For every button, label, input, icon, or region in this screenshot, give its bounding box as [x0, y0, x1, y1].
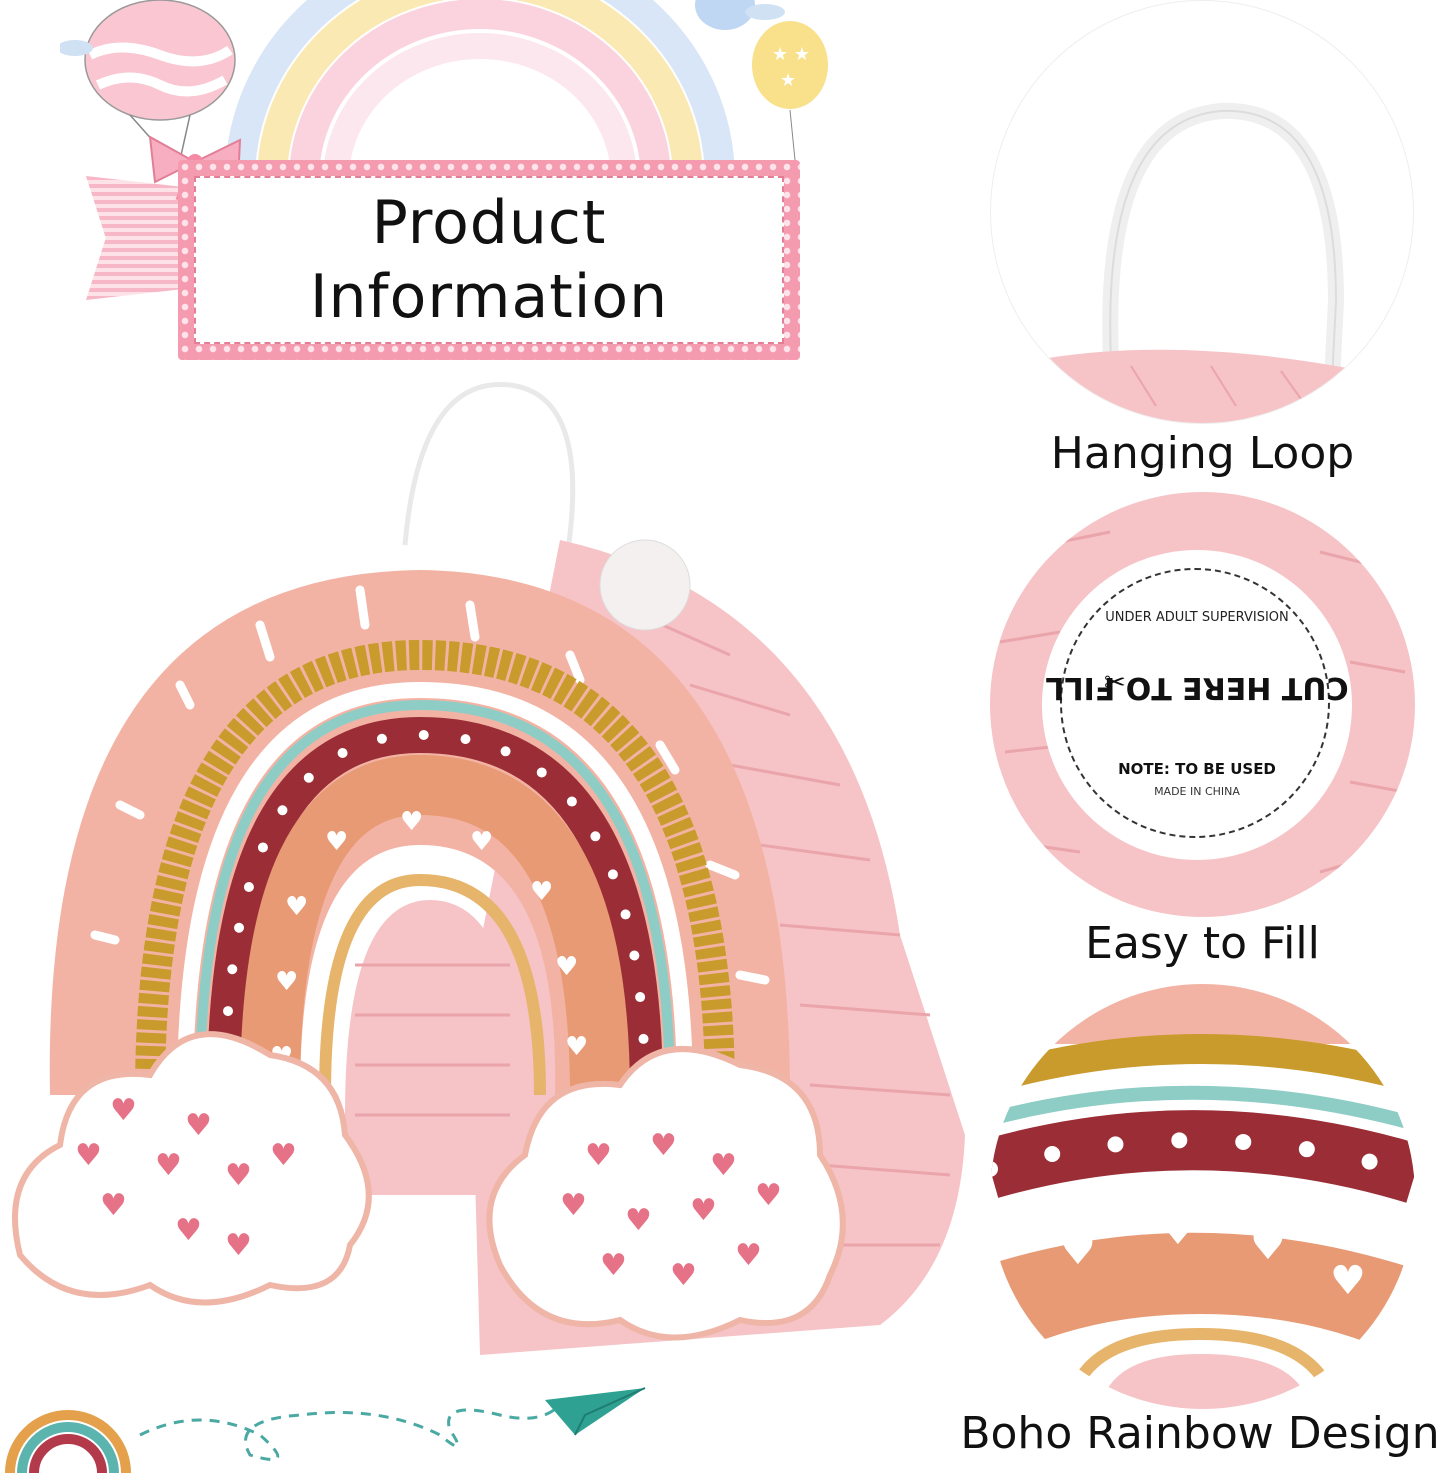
- cut-here-sticker: UNDER ADULT SUPERVISION CUT HERE TO FILL…: [1042, 550, 1352, 860]
- hanging-loop-caption: Hanging Loop: [1050, 428, 1355, 479]
- pastel-rainbow-illustration: [225, 0, 735, 180]
- svg-text:♥: ♥: [560, 1188, 587, 1223]
- svg-text:♥: ♥: [690, 1193, 717, 1228]
- orange-heart-arc: [240, 754, 630, 1096]
- svg-text:♥: ♥: [270, 1138, 297, 1173]
- svg-text:♥: ♥: [110, 1093, 137, 1128]
- easy-to-fill-detail: UNDER ADULT SUPERVISION CUT HERE TO FILL…: [990, 492, 1415, 917]
- svg-text:♥: ♥: [585, 1138, 612, 1173]
- svg-text:♥: ♥: [400, 807, 423, 837]
- sticker-center-text: CUT HERE TO FILL: [1045, 670, 1349, 705]
- svg-text:♥: ♥: [710, 1148, 737, 1183]
- svg-text:♥: ♥: [1060, 1228, 1096, 1274]
- svg-text:♥: ♥: [1160, 1208, 1196, 1254]
- svg-text:♥: ♥: [565, 1032, 588, 1062]
- svg-text:♥: ♥: [275, 967, 298, 997]
- boho-rainbow-caption: Boho Rainbow Design: [960, 1408, 1440, 1459]
- bottom-decoration: [5, 1387, 646, 1473]
- scissors-icon: ✂: [1104, 668, 1126, 698]
- sticker-ring-top: UNDER ADULT SUPERVISION: [1105, 610, 1289, 625]
- svg-text:♥: ♥: [225, 1158, 252, 1193]
- inner-opening-fringe: [345, 900, 520, 1195]
- rainbow-closeup-icon: ♥ ♥ ♥ ♥: [990, 984, 1415, 1409]
- sticker-ring-bottom: NOTE: TO BE USED: [1118, 760, 1276, 778]
- svg-text:♥: ♥: [1330, 1258, 1366, 1304]
- svg-text:♥: ♥: [75, 1138, 102, 1173]
- hanging-loop-closeup-icon: [991, 102, 1413, 423]
- svg-text:♥: ♥: [1250, 1223, 1286, 1269]
- svg-text:♥: ♥: [225, 1228, 252, 1263]
- svg-text:♥: ♥: [650, 1128, 677, 1163]
- inner-gold-arc: [319, 873, 546, 1096]
- svg-text:♥: ♥: [185, 1108, 212, 1143]
- svg-text:♥: ♥: [755, 1178, 782, 1213]
- svg-text:★ ★: ★ ★: [772, 44, 810, 65]
- svg-text:♥: ♥: [325, 827, 348, 857]
- glitter-gold-arc: [135, 639, 735, 1096]
- svg-text:♥: ♥: [735, 1238, 762, 1273]
- svg-text:♥: ♥: [530, 877, 553, 907]
- product-info-header: ★ ★ ★ Product Information: [0, 0, 900, 380]
- mini-rainbow-icon: [5, 1410, 131, 1473]
- left-heart-cloud: ♥♥♥ ♥♥♥ ♥♥♥: [12, 1031, 372, 1306]
- title-banner: Product Information: [178, 160, 800, 360]
- svg-text:♥: ♥: [175, 1213, 202, 1248]
- svg-text:♥: ♥: [600, 1248, 627, 1283]
- banner-title-line1: Product: [371, 188, 607, 258]
- easy-to-fill-caption: Easy to Fill: [1085, 918, 1320, 969]
- svg-text:♥: ♥: [285, 892, 308, 922]
- svg-text:♥: ♥: [470, 827, 493, 857]
- right-heart-cloud: ♥ ♥ ♥ ♥ ♥ ♥ ♥ ♥ ♥ ♥: [486, 1046, 846, 1341]
- hanging-loop: [402, 381, 576, 551]
- sticker-small-text: MADE IN CHINA: [1154, 785, 1240, 798]
- teal-arc: [195, 699, 675, 1096]
- svg-text:♥: ♥: [625, 1203, 652, 1238]
- svg-text:♥: ♥: [555, 952, 578, 982]
- svg-text:♥: ♥: [100, 1188, 127, 1223]
- balloons-icon: ★ ★ ★: [695, 0, 828, 160]
- banner-title-line2: Information: [309, 262, 669, 332]
- small-label-sticker: [599, 539, 691, 631]
- svg-text:♥: ♥: [670, 1258, 697, 1293]
- boho-rainbow-detail: ♥ ♥ ♥ ♥: [990, 984, 1415, 1409]
- svg-text:♥: ♥: [155, 1148, 182, 1183]
- svg-text:★: ★: [780, 70, 796, 91]
- rainbow-pinata-image: ♥♥♥ ♥♥♥ ♥♥♥ ♥♥♥ ♥♥♥ ♥♥♥ ♥♥♥ ♥♥♥ ♥♥♥ ♥: [12, 381, 965, 1355]
- hanging-loop-detail: [990, 0, 1414, 424]
